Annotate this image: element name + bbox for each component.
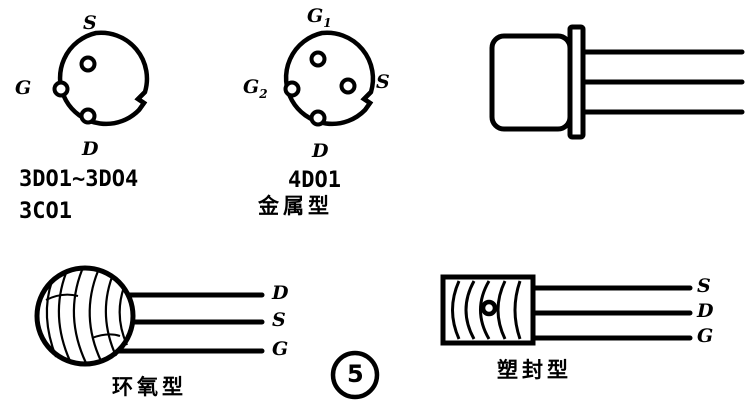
lead-label-epoxy-s: S [272, 309, 286, 331]
part-number-3do1-3do4: 3DO1~3DO4 [19, 167, 139, 192]
package-metal-4pin-outline [283, 30, 376, 127]
part-number-4do1: 4DO1 [288, 168, 341, 193]
caption-epoxy-type: 环氧型 [112, 375, 187, 399]
package-metal-can-side-outline [489, 24, 745, 140]
pin-label-4pin-s: S [376, 71, 390, 93]
package-epoxy-sphere-outline [34, 265, 265, 367]
pin-label-4pin-g2: G2 [243, 76, 268, 101]
lead-label-plastic-g: G [697, 325, 714, 347]
pin-label-4pin-g1: G1 [307, 5, 332, 30]
caption-metal-type: 金属型 [258, 194, 333, 218]
figure-number-label: 5 [347, 360, 364, 388]
figure-number-circle [330, 350, 380, 400]
lead-label-plastic-d: D [697, 300, 714, 322]
package-plastic-outline [440, 274, 693, 346]
lead-label-plastic-s: S [697, 275, 711, 297]
package-metal-3pin-outline [52, 30, 150, 127]
lead-label-epoxy-d: D [272, 282, 289, 304]
pin-label-3pin-g: G [15, 77, 32, 99]
pin-label-3pin-d: D [82, 138, 99, 160]
part-number-3co1: 3CO1 [19, 199, 72, 224]
lead-label-epoxy-g: G [272, 338, 289, 360]
pin-label-3pin-s: S [83, 12, 97, 34]
pin-label-4pin-d: D [312, 140, 329, 162]
caption-plastic-type: 塑封型 [497, 358, 572, 382]
